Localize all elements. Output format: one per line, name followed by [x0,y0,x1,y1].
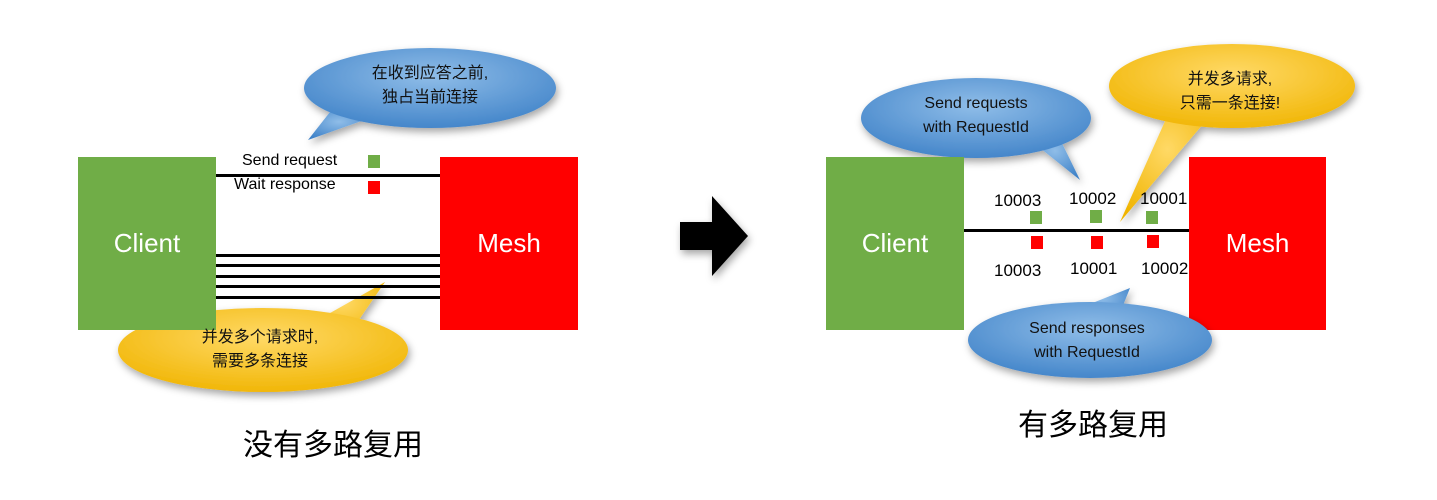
right-blue-callout-top-shape [861,78,1091,158]
left-caption: 没有多路复用 [243,429,423,462]
left-connection-line [216,296,440,299]
send-request-label: Send request [242,152,338,169]
request-square [1090,210,1102,223]
response-id-label: 10003 [994,261,1042,280]
right-blue-callout-top [861,78,1091,180]
response-square [1091,236,1103,249]
right-client-box: Client [826,157,964,330]
response-id-label: 10002 [1141,259,1189,278]
right-blue-callout-top-text: Send requests with RequestId [923,95,1029,136]
right-mesh-label: Mesh [1225,228,1290,258]
right-yellow-callout-shape [1109,44,1355,128]
wait-response-label: Wait response [234,176,336,193]
left-client-box: Client [78,157,216,330]
left-mesh-label: Mesh [477,228,541,258]
right-mesh-box: Mesh [1189,157,1326,330]
right-yellow-callout [1109,44,1355,222]
right-blue-callout-bottom-shape [968,302,1212,378]
left-connection-line [216,254,440,257]
left-connection-line [216,264,440,267]
left-yellow-callout-text: 并发多个请求时, 需要多条连接 [201,329,319,370]
left-blue-callout [304,48,556,140]
left-blue-callout-text: 在收到应答之前, 独占当前连接 [371,65,489,106]
right-blue-callout-bottom-text: Send responses with RequestId [1029,320,1145,361]
response-square [1031,236,1043,249]
request-square [1030,211,1042,224]
left-connection-line [216,275,440,278]
send-request-legend-square [368,155,380,168]
response-id-label: 10001 [1070,259,1118,278]
right-shared-connection-line [964,229,1189,232]
request-id-label: 10001 [1140,189,1188,208]
wait-response-legend-square [368,181,380,194]
response-square [1147,235,1159,248]
request-id-label: 10003 [994,191,1042,210]
right-caption: 有多路复用 [1018,409,1168,442]
request-square [1146,211,1158,224]
request-id-label: 10002 [1069,189,1117,208]
left-connection-line [216,285,440,288]
left-single-connection-line [216,174,440,177]
right-client-label: Client [861,228,929,258]
right-arrow-icon [680,196,748,276]
left-blue-callout-shape [304,48,556,128]
right-yellow-callout-text: 并发多请求, 只需一条连接! [1179,71,1281,112]
right-yellow-callout-tail [1120,110,1215,222]
left-client-label: Client [113,228,181,258]
left-mesh-box: Mesh [440,157,578,330]
